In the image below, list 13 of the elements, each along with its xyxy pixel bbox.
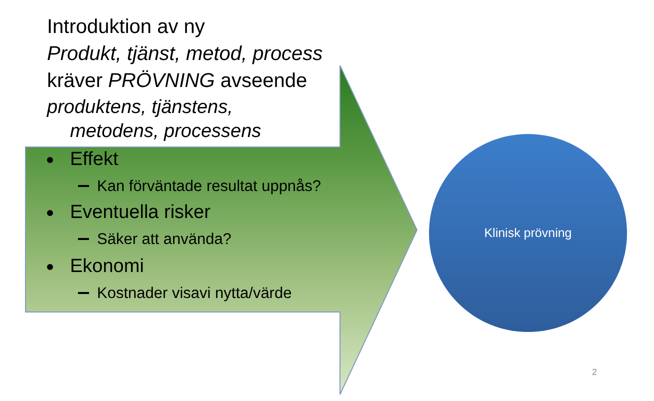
list-item-text: Säker att använda? xyxy=(97,230,232,248)
list-item-text: Kostnader visavi nytta/värde xyxy=(97,284,292,302)
page-number: 2 xyxy=(592,366,598,378)
node-label: Klinisk prövning xyxy=(484,226,572,240)
list-item-text: Kan förväntade resultat uppnås? xyxy=(97,176,322,196)
intro-text: Introduktion av ny xyxy=(47,15,205,39)
list-item-text: Ekonomi xyxy=(70,255,144,279)
intro-text: kräver PRÖVNING avseende xyxy=(47,69,308,93)
intro-text: Produkt, tjänst, metod, process xyxy=(47,42,323,66)
list-item-text: Effekt xyxy=(70,148,118,172)
list-item-text: Eventuella risker xyxy=(70,201,210,225)
block-arrow xyxy=(25,65,418,395)
intro-text: produktens, tjänstens, metodens, processens xyxy=(47,96,262,144)
